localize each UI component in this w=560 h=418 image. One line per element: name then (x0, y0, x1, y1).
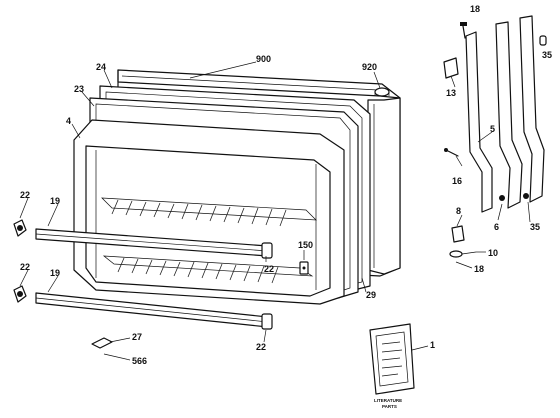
label-22-upper-left: 22 (20, 190, 30, 200)
label-29: 29 (366, 290, 376, 300)
label-22-upper-right: 22 (264, 264, 274, 274)
upper-shelf-bar (35, 228, 273, 259)
label-566: 566 (132, 356, 147, 366)
shelf-end-cap-upper-left (13, 219, 27, 237)
label-16: 16 (452, 176, 462, 186)
label-8: 8 (456, 206, 461, 216)
label-10: 10 (488, 248, 498, 258)
label-150: 150 (298, 240, 313, 250)
literature-booklet (369, 323, 415, 395)
hinge-bar-5 (465, 31, 493, 213)
label-18-top: 18 (470, 4, 480, 14)
hinge-pivot-35 (523, 193, 529, 199)
label-27: 27 (132, 332, 142, 342)
pin-16 (444, 148, 459, 157)
label-35-top: 35 (542, 50, 552, 60)
label-900: 900 (256, 54, 271, 64)
label-1: 1 (430, 340, 435, 350)
inner-liner (73, 119, 345, 305)
liner-shelf-hatching-upper (111, 199, 287, 227)
shelf-end-cap-lower-left (13, 285, 27, 303)
label-6: 6 (494, 222, 499, 232)
label-920: 920 (362, 62, 377, 72)
screw-18-top (460, 22, 467, 39)
liner-shelf-hatching-lower (117, 257, 279, 284)
label-35-lower: 35 (530, 222, 540, 232)
label-23: 23 (74, 84, 84, 94)
leader-lines (19, 61, 531, 361)
part-labels: 900 920 24 23 4 22 19 22 19 22 150 22 27… (20, 4, 552, 366)
label-4: 4 (66, 116, 71, 126)
literature-caption-line2: PARTS (382, 404, 397, 409)
label-19-lower: 19 (50, 268, 60, 278)
washer-10 (449, 250, 477, 258)
label-13: 13 (446, 88, 456, 98)
bracket-13 (443, 57, 459, 79)
hinge-bar-35 (519, 15, 545, 203)
stop-part-150 (299, 261, 309, 275)
small-bracket-27 (91, 337, 113, 349)
clip-35-top (539, 35, 547, 46)
literature-caption-line1: LITERATURE (374, 398, 402, 403)
label-22-lower-right: 22 (256, 342, 266, 352)
spacer-8 (451, 225, 465, 243)
label-22-lower-left: 22 (20, 262, 30, 272)
label-18-lower: 18 (474, 264, 484, 274)
label-5: 5 (490, 124, 495, 134)
cap-920 (374, 87, 390, 97)
lower-shelf-bar (35, 292, 273, 330)
hinge-pivot-6 (499, 195, 505, 201)
label-24: 24 (96, 62, 106, 72)
hinge-bar-6 (495, 21, 523, 209)
label-19-upper: 19 (50, 196, 60, 206)
